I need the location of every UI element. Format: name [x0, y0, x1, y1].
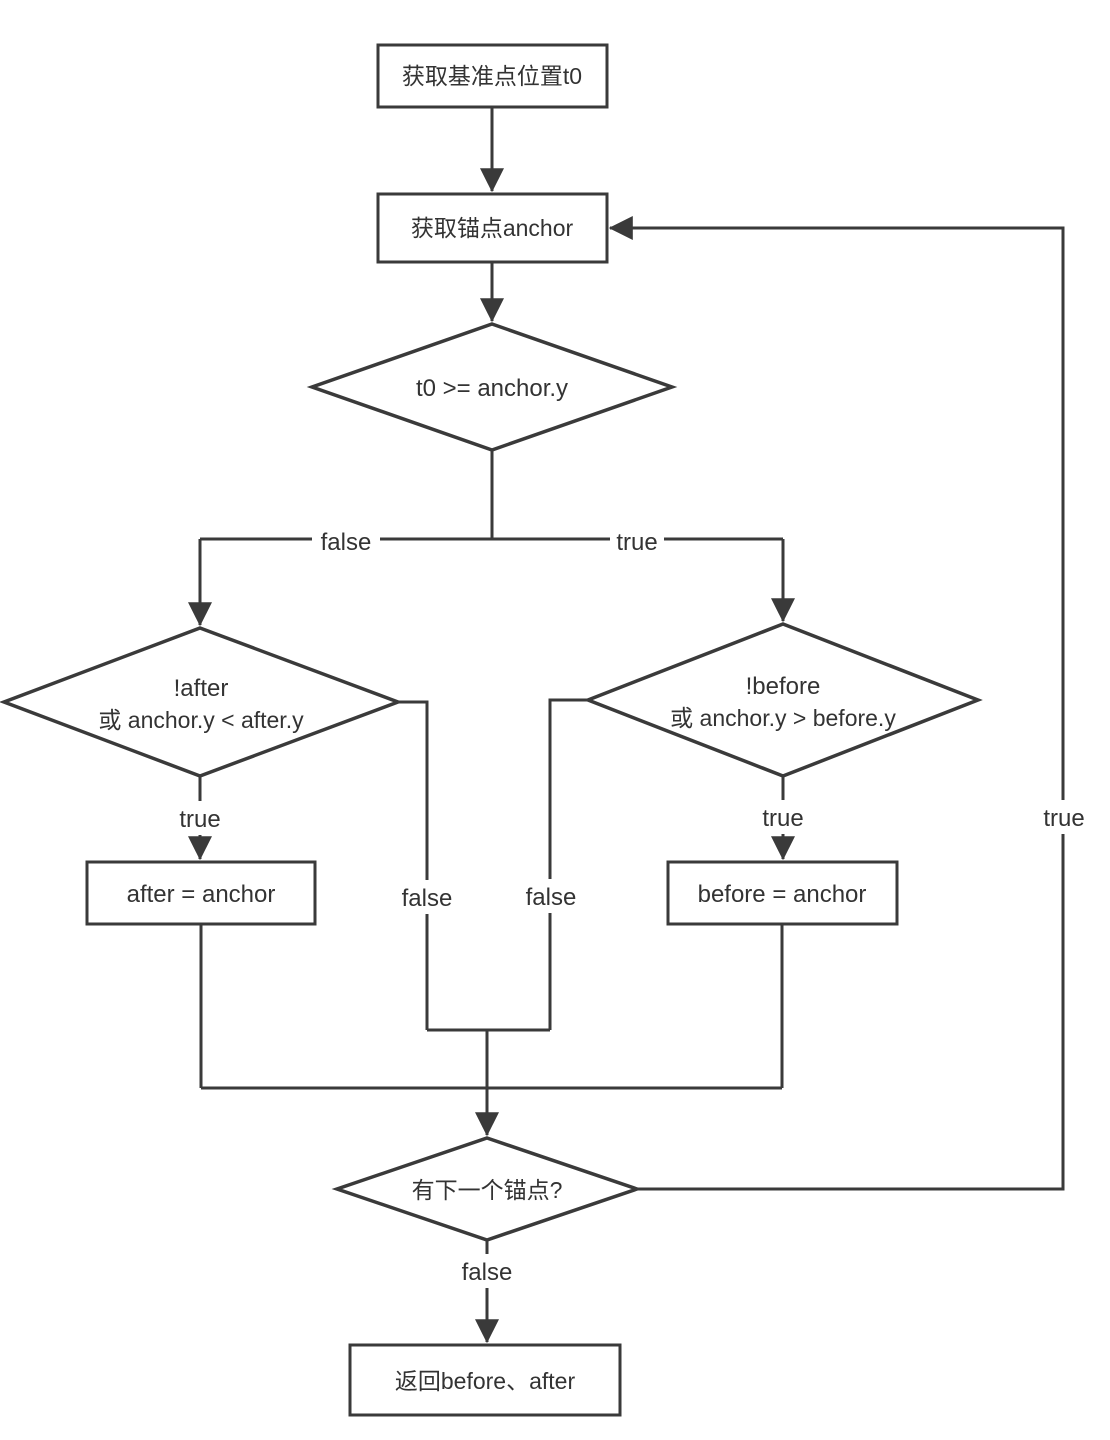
edges-group [188, 107, 1065, 1344]
edge-label-after-true: true [179, 806, 220, 833]
process-get-anchor-label: 获取锚点anchor [411, 215, 574, 241]
label-bg [1037, 800, 1091, 834]
process-set-before-box [666, 860, 899, 926]
label-bg [173, 801, 227, 835]
edge-loop-true-back-to-get-anchor [608, 216, 1065, 1191]
process-get-anchor-box [376, 192, 609, 264]
nodes-group [0, 43, 983, 1417]
edge-label-cmp-true: true [616, 529, 657, 556]
edge-label-before-false: false [526, 884, 577, 911]
edge-label-next-false: false [462, 1259, 513, 1286]
edge-label-loop-true: true [1043, 805, 1084, 832]
decision-after-check-label-line1: !after [174, 675, 229, 702]
process-set-before-label: before = anchor [698, 881, 867, 908]
decision-after-check-diamond [0, 626, 403, 778]
edge-label-before-true: true [762, 805, 803, 832]
process-start-box [376, 43, 609, 109]
decision-after-check-label-line2: 或 anchor.y < after.y [98, 707, 304, 733]
decision-next-anchor-diamond [331, 1136, 643, 1242]
decision-before-check-label-line1: !before [746, 673, 821, 700]
label-bg [610, 524, 664, 558]
text-group: 获取基准点位置t0 获取锚点anchor t0 >= anchor.y !aft… [98, 63, 1084, 1394]
process-set-after-label: after = anchor [127, 881, 276, 908]
decision-cmp-label: t0 >= anchor.y [416, 375, 568, 402]
process-return-box [348, 1343, 622, 1417]
process-return-label: 返回before、after [395, 1368, 576, 1394]
label-bg [756, 800, 810, 834]
decision-next-anchor-label: 有下一个锚点? [412, 1177, 563, 1203]
decision-before-check-label-line2: 或 anchor.y > before.y [670, 705, 896, 731]
edge-label-after-false: false [402, 885, 453, 912]
edge-label-cmp-false: false [321, 529, 372, 556]
label-bg [312, 524, 380, 558]
decision-before-check-diamond [583, 622, 983, 778]
label-bg [453, 1254, 521, 1288]
label-backgrounds-group [173, 524, 1091, 1288]
process-start-label: 获取基准点位置t0 [402, 63, 582, 89]
label-bg [517, 879, 585, 913]
edge-before-check-false [548, 698, 588, 1030]
label-bg [393, 880, 461, 914]
edge-after-check-false [398, 700, 429, 1030]
process-set-after-box [85, 860, 317, 926]
decision-cmp-diamond [306, 322, 678, 452]
